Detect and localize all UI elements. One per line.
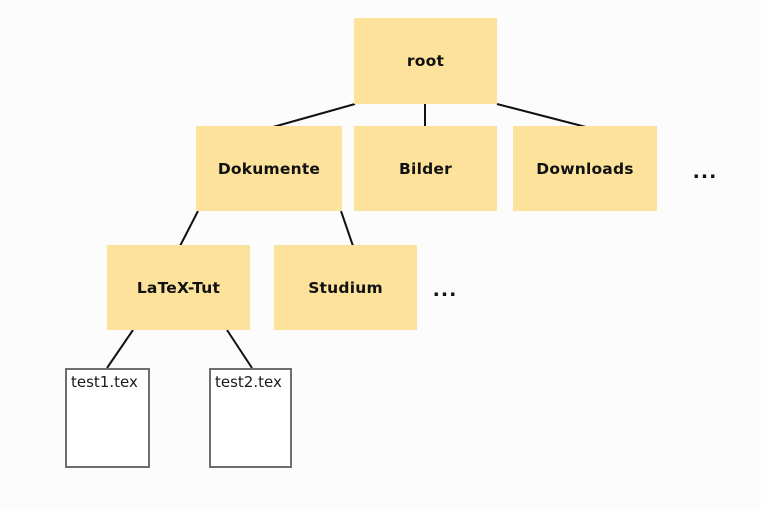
node-label: LaTeX-Tut [136, 278, 221, 297]
ellipsis-row2: ... [692, 160, 718, 183]
tree-edge-latex-tut-test1 [106, 329, 134, 369]
node-label: Downloads [536, 159, 634, 178]
tree-edge-dokumente-latex-tut [179, 210, 199, 247]
folder-node-dokumente[interactable]: Dokumente [196, 126, 342, 211]
file-node-test1[interactable]: test1.tex [65, 368, 150, 468]
node-label: Dokumente [217, 159, 321, 178]
node-label: root [406, 52, 445, 70]
tree-edge-dokumente-studium [340, 210, 354, 247]
node-label: test2.tex [215, 373, 282, 391]
folder-node-root[interactable]: root [354, 18, 497, 104]
ellipsis-row3: ... [432, 278, 458, 301]
node-label: test1.tex [71, 373, 138, 391]
tree-edge-root-dokumente [272, 103, 356, 128]
folder-node-latex-tut[interactable]: LaTeX-Tut [107, 245, 250, 330]
node-label: Bilder [399, 159, 452, 178]
folder-node-bilder[interactable]: Bilder [354, 126, 497, 211]
tree-edge-latex-tut-test2 [226, 329, 253, 369]
file-node-test2[interactable]: test2.tex [209, 368, 292, 468]
tree-edge-root-downloads [496, 103, 587, 128]
folder-node-studium[interactable]: Studium [274, 245, 417, 330]
node-label: Studium [308, 278, 383, 297]
folder-node-downloads[interactable]: Downloads [513, 126, 657, 211]
